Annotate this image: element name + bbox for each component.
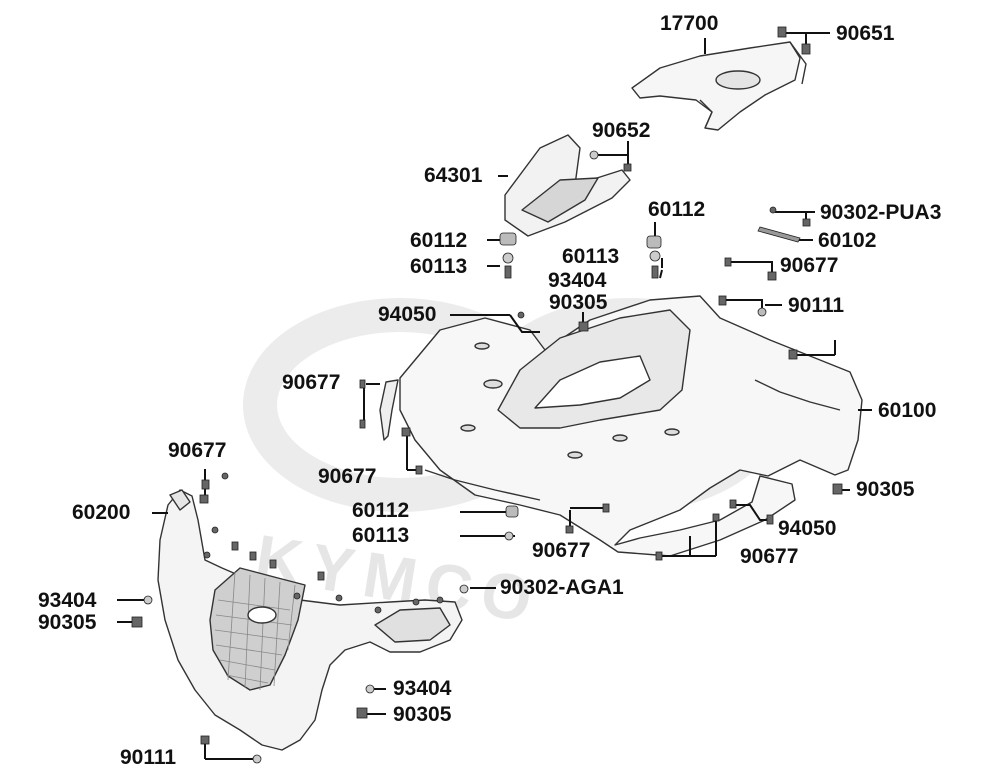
callout-60112-left: 60112 xyxy=(410,229,468,252)
callout-90302-pua3: 90302-PUA3 xyxy=(820,201,942,224)
leader-lines xyxy=(117,32,872,760)
part-60200-front-fender xyxy=(157,489,463,751)
callout-94050-right: 94050 xyxy=(778,517,837,540)
callout-90677-bottom-center: 90677 xyxy=(532,539,591,562)
callout-90651: 90651 xyxy=(836,22,895,45)
callout-90305-bottom: 90305 xyxy=(393,703,452,726)
callout-90305-left: 90305 xyxy=(38,611,97,634)
callout-94050-left: 94050 xyxy=(378,303,437,326)
callout-90677-right-top: 90677 xyxy=(780,254,839,277)
callout-90111-bottom: 90111 xyxy=(120,746,177,769)
callout-90305-top: 90305 xyxy=(549,291,608,314)
callout-93404-top: 93404 xyxy=(548,269,607,292)
callout-60112-bottom: 60112 xyxy=(352,499,410,522)
callout-90677-bottom-right: 90677 xyxy=(740,545,799,568)
callout-90111-right: 90111 xyxy=(788,294,845,317)
callout-90677-front-top: 90677 xyxy=(168,439,227,462)
part-64301-cover xyxy=(504,134,631,237)
callout-93404-bottom: 93404 xyxy=(393,677,452,700)
callout-90305-right: 90305 xyxy=(856,478,915,501)
callout-17700: 17700 xyxy=(660,12,719,35)
part-60100-rear-fender xyxy=(379,295,863,557)
callout-60113-left: 60113 xyxy=(410,255,468,278)
callout-90302-aga1: 90302-AGA1 xyxy=(500,576,624,599)
callout-90677-mid-lower: 90677 xyxy=(318,465,377,488)
callout-64301: 64301 xyxy=(424,164,483,187)
callout-60100: 60100 xyxy=(878,399,937,422)
callout-60102: 60102 xyxy=(818,229,877,252)
callout-60113-right: 60113 xyxy=(562,245,620,268)
callout-90652: 90652 xyxy=(592,119,651,142)
callout-93404-left: 93404 xyxy=(38,589,97,612)
callout-60200: 60200 xyxy=(72,501,131,524)
part-17700-rear-rack xyxy=(631,41,807,131)
callout-60113-bottom: 60113 xyxy=(352,524,410,547)
fasteners xyxy=(131,26,843,764)
callout-60112-top: 60112 xyxy=(648,198,706,221)
callout-90677-mid-left: 90677 xyxy=(282,371,341,394)
